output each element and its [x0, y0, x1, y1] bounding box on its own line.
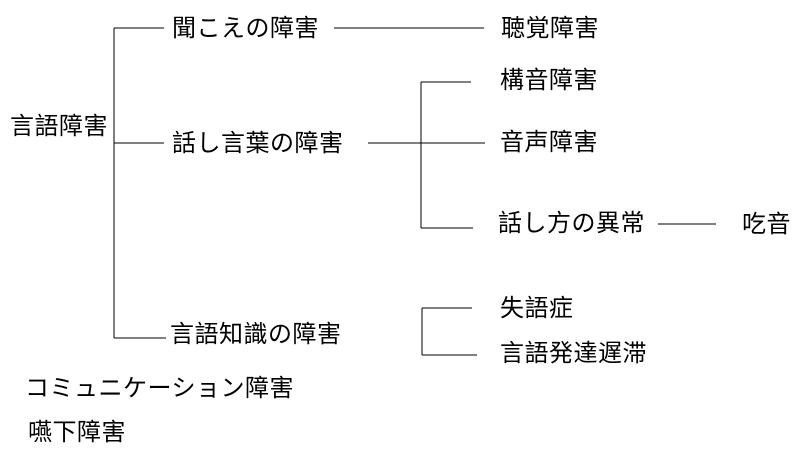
node-aphasia: 失語症	[500, 295, 574, 322]
node-stuttering: 吃音	[742, 211, 791, 238]
node-hearing-disorder: 聞こえの障害	[172, 15, 319, 42]
node-swallowing-disorder: 嚥下障害	[28, 419, 126, 446]
node-auditory-disorder: 聴覚障害	[501, 15, 599, 42]
node-language-development-delay: 言語発達遅滞	[500, 340, 647, 367]
node-language-knowledge-disorder: 言語知識の障害	[170, 321, 342, 348]
node-voice-disorder: 音声障害	[500, 129, 598, 156]
node-communication-disorder: コミュニケーション障害	[25, 375, 294, 402]
node-language-disorder: 言語障害	[10, 113, 108, 140]
node-spoken-language-disorder: 話し言葉の障害	[172, 130, 344, 157]
node-articulation-disorder: 構音障害	[500, 67, 598, 94]
node-speech-manner-abnormality: 話し方の異常	[498, 210, 645, 237]
